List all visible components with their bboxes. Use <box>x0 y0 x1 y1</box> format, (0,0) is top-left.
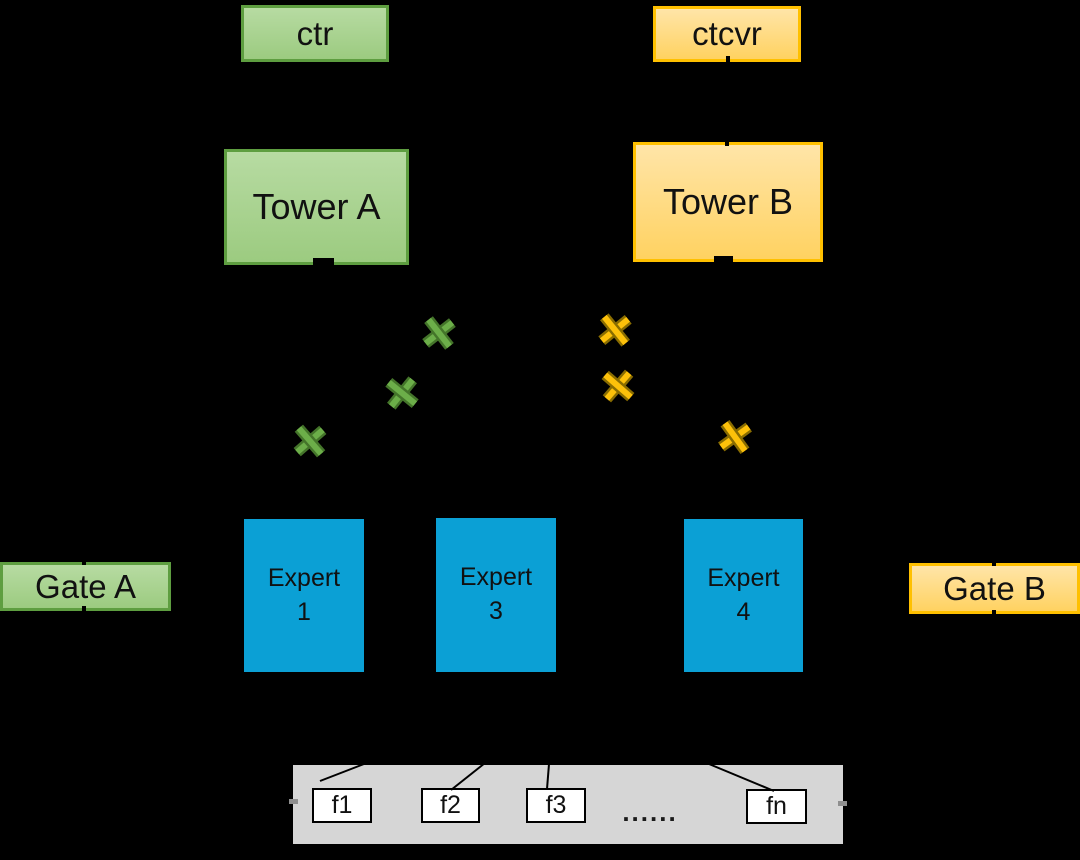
expert-3-num: 3 <box>489 597 503 625</box>
expert-4-name: Expert <box>707 563 780 592</box>
feature-panel-right-stub <box>838 801 847 806</box>
multiply-icon-orange-1 <box>593 308 637 352</box>
expert-1-num: 1 <box>297 597 311 626</box>
expert-1-name: Expert <box>267 563 341 592</box>
feature-box-f3: f3 <box>526 788 586 823</box>
node-expert-3: Expert 3 <box>436 518 556 672</box>
node-tower-a: Tower A <box>224 149 409 265</box>
node-expert-4: Expert 4 <box>684 519 803 672</box>
multiply-icon-orange-3 <box>712 414 758 460</box>
gate-b-label: Gate B <box>943 569 1046 607</box>
ctcvr-label: ctcvr <box>692 15 762 52</box>
multiply-icon-green-2 <box>380 371 424 415</box>
node-gate-b: Gate B <box>909 563 1080 614</box>
fn-label: fn <box>766 792 787 820</box>
f2-label: f2 <box>440 791 461 819</box>
f3-label: f3 <box>545 791 567 819</box>
expert-4-num: 4 <box>736 597 751 626</box>
node-ctcvr: ctcvr <box>653 6 801 62</box>
multiply-icon-orange-2 <box>597 365 640 408</box>
feature-panel-left-stub <box>289 799 298 804</box>
node-ctr: ctr <box>241 5 389 62</box>
ctr-label: ctr <box>296 14 334 52</box>
f1-label: f1 <box>331 791 353 819</box>
multiply-icon-green-3 <box>289 420 332 463</box>
feature-ellipsis: ...... <box>600 797 700 827</box>
feature-box-f2: f2 <box>421 788 480 823</box>
gate-a-label: Gate A <box>35 567 136 605</box>
ellipsis-label: ...... <box>622 796 678 827</box>
expert-3-name: Expert <box>459 563 533 592</box>
node-expert-1: Expert 1 <box>244 519 364 672</box>
multiply-icon-green-1 <box>417 311 462 356</box>
node-tower-b: Tower B <box>633 142 823 262</box>
tower-a-label: Tower A <box>252 186 381 227</box>
node-gate-a: Gate A <box>0 562 171 611</box>
feature-box-f1: f1 <box>312 788 372 823</box>
feature-box-fn: fn <box>746 789 807 824</box>
tower-b-label: Tower B <box>662 181 794 222</box>
